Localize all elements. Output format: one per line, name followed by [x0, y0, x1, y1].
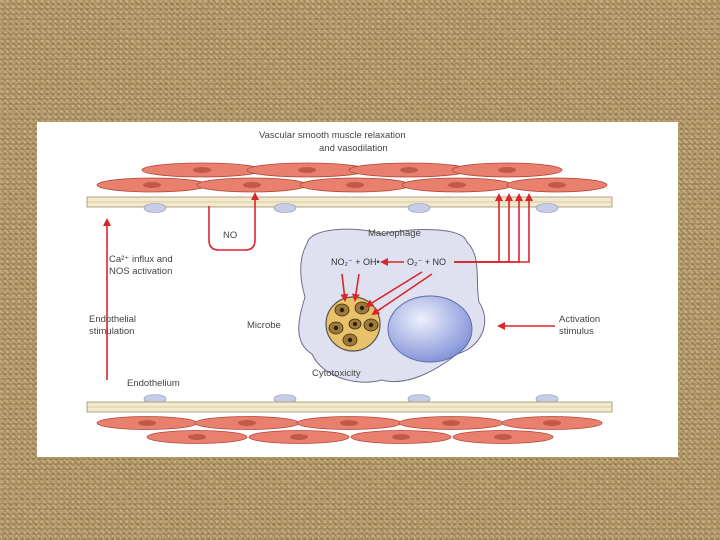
- smooth-muscle-cell: [350, 430, 452, 444]
- microbe-label: Microbe: [247, 320, 281, 331]
- smooth-muscle-cell: [194, 416, 300, 430]
- macrophage-label: Macrophage: [368, 228, 421, 239]
- smooth-muscle-cell: [452, 430, 554, 444]
- smooth-muscle-cell: [451, 162, 563, 178]
- reaction-products: NO₂⁻ + OH•: [331, 257, 380, 267]
- no-label: NO: [223, 230, 237, 241]
- smooth-muscle-cell: [398, 416, 504, 430]
- title-line-2: and vasodilation: [319, 143, 388, 154]
- endothelium-label: Endothelium: [127, 378, 180, 389]
- activation-stimulus-line-1: Activation: [559, 314, 600, 325]
- smooth-muscle-cell: [401, 177, 513, 193]
- smooth-muscle-cell: [501, 416, 603, 430]
- macrophage-cell: [298, 228, 486, 383]
- no-diffusion-arrow: [454, 193, 533, 263]
- smooth-muscle-cell: [296, 416, 402, 430]
- cytotoxic-arrow: [351, 273, 360, 302]
- macrophage-nucleus: [387, 295, 473, 363]
- smooth-muscle-cell: [96, 177, 208, 193]
- no-loop-arrow: [208, 192, 259, 251]
- reaction-arrows: [103, 192, 555, 380]
- no-box: [220, 228, 244, 240]
- reaction-reactants: O₂⁻ + NO: [407, 257, 446, 267]
- lower-endothelium: [86, 394, 613, 413]
- microbe: [325, 296, 381, 352]
- smooth-muscle-cell: [348, 162, 470, 178]
- nitric-oxide-vasodilation-diagram: Vascular smooth muscle relaxation and va…: [86, 130, 613, 444]
- endothelial-stimulation-line-1: Endothelial: [89, 314, 136, 325]
- upper-smooth-muscle-layer: [96, 162, 608, 193]
- smooth-muscle-cell: [506, 177, 608, 193]
- smooth-muscle-cell: [96, 416, 198, 430]
- cytotoxic-arrow: [365, 271, 423, 308]
- cytotoxic-arrow: [371, 273, 433, 316]
- slide-panel: Vascular smooth muscle relaxation and va…: [37, 122, 678, 457]
- upper-endothelium: [86, 196, 613, 213]
- endothelial-stimulation-line-2: stimulation: [89, 326, 134, 337]
- smooth-muscle-cell: [248, 430, 350, 444]
- cytotoxicity-label: Cytotoxicity: [312, 368, 361, 379]
- title-line-1: Vascular smooth muscle relaxation: [259, 130, 406, 141]
- lower-smooth-muscle-layer: [96, 416, 603, 444]
- activation-stimulus-line-2: stimulus: [559, 326, 594, 337]
- ca-influx-label-line-2: NOS activation: [109, 266, 172, 277]
- ca-influx-label-line-1: Ca²⁺ influx and: [109, 254, 173, 265]
- smooth-muscle-cell: [299, 177, 411, 193]
- smooth-muscle-cell: [141, 162, 263, 178]
- cytotoxic-arrow: [340, 273, 349, 302]
- smooth-muscle-cell: [146, 430, 248, 444]
- smooth-muscle-cell: [196, 177, 308, 193]
